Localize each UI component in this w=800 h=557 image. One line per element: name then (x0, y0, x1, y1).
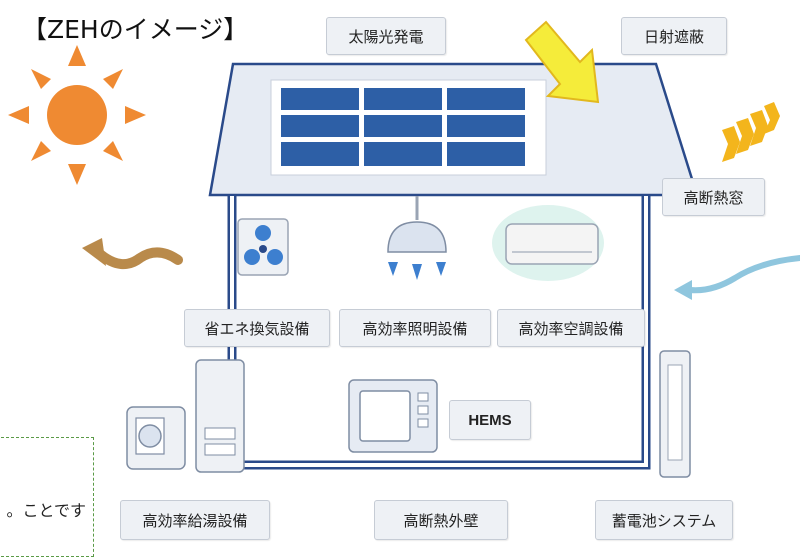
battery-icon (659, 350, 691, 478)
label-sun-shading: 日射遮蔽 (621, 17, 727, 55)
cold-in-arrow-icon (674, 255, 800, 300)
solar-panel-icon (270, 79, 547, 176)
diagram-graphics (8, 20, 800, 478)
label-hems: HEMS (449, 400, 531, 440)
sun-shade-chevrons-icon (722, 102, 780, 162)
label-battery-system: 蓄電池システム (595, 500, 733, 540)
zeh-diagram: 【ZEHのイメージ】 太陽光発電 日射遮蔽 高断熱窓 省エネ換気設備 高効率照明… (0, 15, 800, 557)
label-ventilation: 省エネ換気設備 (184, 309, 330, 347)
water-heater-icon (126, 359, 245, 473)
air-conditioner-icon (492, 205, 604, 281)
label-solar-power: 太陽光発電 (326, 17, 446, 55)
label-lighting: 高効率照明設備 (339, 309, 491, 347)
ventilation-fan-icon (237, 218, 289, 276)
note-text-fragment: ことです。 (6, 501, 86, 520)
page-title: 【ZEHのイメージ】 (22, 15, 249, 44)
label-air-conditioning: 高効率空調設備 (497, 309, 645, 347)
ceiling-light-icon (387, 196, 447, 280)
sun-icon (8, 45, 146, 185)
label-water-heater: 高効率給湯設備 (120, 500, 270, 540)
sunlight-arrow-icon (524, 20, 600, 104)
label-insulated-window: 高断熱窓 (662, 178, 765, 216)
heat-out-arrow-icon (82, 238, 183, 269)
hems-monitor-icon (348, 379, 438, 453)
label-insulated-wall: 高断熱外壁 (374, 500, 508, 540)
